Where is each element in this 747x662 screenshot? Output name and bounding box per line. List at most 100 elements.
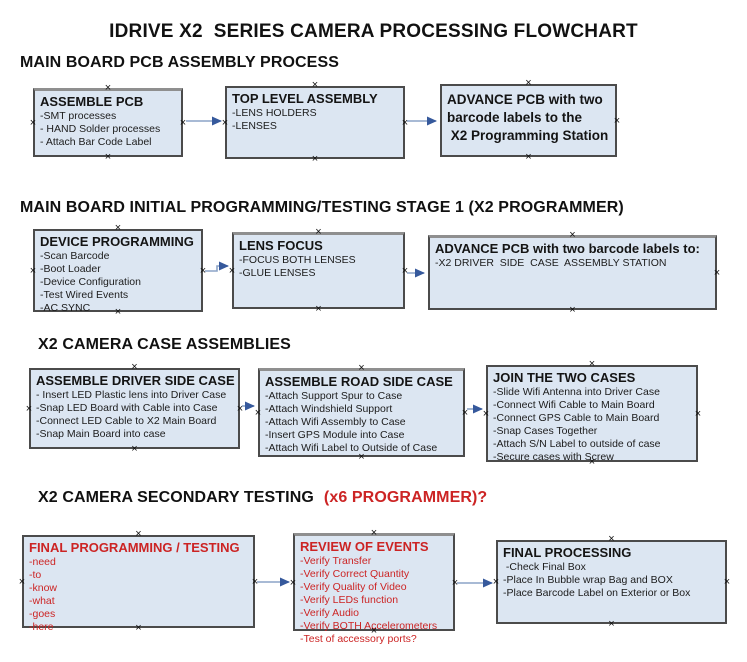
connector-handle-icon: × xyxy=(104,151,112,163)
box-items: -need-to-know-what-goes-here xyxy=(29,556,248,634)
box-line: -Snap Cases Together xyxy=(493,425,598,437)
connector-handle-icon: × xyxy=(525,151,532,163)
box-line: -Verify BOTH Accelerometers xyxy=(300,620,438,632)
box-title: ADVANCE PCB with two barcode labels to t… xyxy=(447,92,609,143)
box-items: -Check Final Box-Place In Bubble wrap Ba… xyxy=(503,561,720,600)
connector-handle-icon: × xyxy=(236,402,244,415)
flow-box-assemble-driver-side-case: ASSEMBLE DRIVER SIDE CASE - Insert LED P… xyxy=(26,362,243,455)
connector-handle-icon: × xyxy=(114,222,122,234)
box-line: - Attach Bar Code Label xyxy=(40,136,152,148)
box-line: -Place Barcode Label on Exterior or Box xyxy=(503,587,691,599)
connector-handle-icon: × xyxy=(254,407,262,419)
connector-handle-icon: × xyxy=(713,267,721,279)
box-line: -Test Wired Events xyxy=(40,289,129,301)
box-line: -Attach Wifi Assembly to Case xyxy=(265,416,406,428)
connector-handle-icon: × xyxy=(29,117,37,129)
connector-handle-icon: × xyxy=(401,116,409,129)
section-heading-initial-programming: MAIN BOARD INITIAL PROGRAMMING/TESTING S… xyxy=(20,199,624,216)
box-title: FINAL PROCESSING xyxy=(503,545,632,560)
connector-handle-icon: × xyxy=(461,407,469,419)
connector-handle-icon: × xyxy=(25,402,33,415)
box-title: REVIEW OF EVENTS xyxy=(300,539,429,554)
box-line: -Verify LEDs function xyxy=(300,594,399,606)
box-line: -Device Configuration xyxy=(40,276,141,288)
connector-handle-icon: × xyxy=(289,576,297,589)
box-line: -Test of accessory ports? xyxy=(300,633,417,645)
box-line: -Attach Support Spur to Case xyxy=(265,390,403,402)
flow-box-join-the-two-cases: JOIN THE TWO CASES -Slide Wifi Antenna i… xyxy=(483,359,701,468)
box-line: -Boot Loader xyxy=(40,263,101,275)
box-line: -X2 DRIVER SIDE CASE ASSEMBLY STATION xyxy=(435,257,667,269)
connector-handle-icon: × xyxy=(221,116,229,129)
box-line: -goes xyxy=(29,608,56,620)
flow-box-advance-pcb-programming-station: ADVANCE PCB with two barcode labels to t… xyxy=(440,78,620,163)
box-line: -Attach Windshield Support xyxy=(265,403,393,415)
connector-handle-icon: × xyxy=(251,575,259,588)
connector-handle-icon: × xyxy=(723,576,731,588)
connector-handle-icon: × xyxy=(104,82,112,94)
flow-box-final-programming-testing: FINAL PROGRAMMING / TESTING -need-to-kno… xyxy=(19,529,258,634)
box-line: - Insert LED Plastic lens into Driver Ca… xyxy=(36,389,227,401)
box-line: -Verify Quality of Video xyxy=(300,581,407,593)
connector-handle-icon: × xyxy=(311,153,319,165)
connector-handle-icon: × xyxy=(29,264,37,277)
section-heading-pcb-assembly: MAIN BOARD PCB ASSEMBLY PROCESS xyxy=(20,54,339,71)
box-line: -Verify Correct Quantity xyxy=(300,568,410,580)
box-line: -know xyxy=(29,582,58,594)
box-items: -Slide Wifi Antenna into Driver Case-Con… xyxy=(493,386,691,464)
box-line: -AC SYNC xyxy=(40,302,91,314)
connector-handle-icon: × xyxy=(608,533,615,545)
box-title: FINAL PROGRAMMING / TESTING xyxy=(29,540,240,555)
box-items: -LENS HOLDERS-LENSES xyxy=(232,107,398,133)
connector-handle-icon: × xyxy=(569,304,576,316)
connector-handle-icon: × xyxy=(315,226,322,238)
box-line: -LENS HOLDERS xyxy=(232,107,317,119)
connector-handle-icon: × xyxy=(131,361,138,373)
connector-handle-icon: × xyxy=(588,358,596,370)
connector-handle-icon: × xyxy=(135,528,142,540)
flow-box-final-processing: FINAL PROCESSING -Check Final Box-Place … xyxy=(493,534,730,630)
box-line: -LENSES xyxy=(232,120,277,132)
connector-handle-icon: × xyxy=(694,407,702,420)
connector-handle-icon: × xyxy=(228,265,236,277)
flow-box-assemble-pcb: ASSEMBLE PCB -SMT processes- HAND Solder… xyxy=(30,83,186,163)
box-line: -Scan Barcode xyxy=(40,250,110,262)
connector-handle-icon: × xyxy=(131,443,138,455)
flow-box-top-level-assembly: TOP LEVEL ASSEMBLY -LENS HOLDERS-LENSES … xyxy=(222,80,408,165)
box-line: -Snap LED Board with Cable into Case xyxy=(36,402,218,414)
box-line: -what xyxy=(29,595,55,607)
box-line: -Place In Bubble wrap Bag and BOX xyxy=(503,574,673,586)
flow-box-lens-focus: LENS FOCUS -FOCUS BOTH LENSES-GLUE LENSE… xyxy=(229,227,408,315)
box-items: -Attach Support Spur to Case-Attach Wind… xyxy=(265,390,458,455)
connector-handle-icon: × xyxy=(482,407,490,420)
box-line: -Attach S/N Label to outside of case xyxy=(493,438,661,450)
connector-handle-icon: × xyxy=(179,117,187,129)
box-title: DEVICE PROGRAMMING xyxy=(40,234,194,249)
box-items: -Scan Barcode-Boot Loader-Device Configu… xyxy=(40,250,196,315)
box-items: -SMT processes- HAND Solder processes- A… xyxy=(40,110,176,149)
connector-handle-icon: × xyxy=(569,229,576,241)
connector-handle-icon: × xyxy=(525,77,532,89)
box-line: -FOCUS BOTH LENSES xyxy=(239,254,356,266)
connector-handle-icon: × xyxy=(199,264,207,277)
box-line: -Connect Wifi Cable to Main Board xyxy=(493,399,655,411)
box-line: -Slide Wifi Antenna into Driver Case xyxy=(493,386,660,398)
box-line: -need xyxy=(29,556,56,568)
connector-handle-icon: × xyxy=(451,576,459,589)
flow-arrow xyxy=(205,261,229,272)
box-items: -FOCUS BOTH LENSES-GLUE LENSES xyxy=(239,254,398,280)
box-items: - Insert LED Plastic lens into Driver Ca… xyxy=(36,389,233,441)
box-line: -Connect GPS Cable to Main Board xyxy=(493,412,660,424)
box-title: ASSEMBLE ROAD SIDE CASE xyxy=(265,374,453,389)
box-items: -X2 DRIVER SIDE CASE ASSEMBLY STATION xyxy=(435,257,710,270)
box-title: TOP LEVEL ASSEMBLY xyxy=(232,91,378,106)
box-line: -Secure cases with Screw xyxy=(493,451,614,463)
box-line: -Connect LED Cable to X2 Main Board xyxy=(36,415,217,427)
box-title: LENS FOCUS xyxy=(239,238,323,253)
flow-box-device-programming: DEVICE PROGRAMMING -Scan Barcode-Boot Lo… xyxy=(30,223,206,318)
section-heading-case-assemblies: X2 CAMERA CASE ASSEMBLIES xyxy=(38,336,291,353)
flow-box-review-of-events: REVIEW OF EVENTS -Verify Transfer-Verify… xyxy=(290,528,458,646)
flow-box-assemble-road-side-case: ASSEMBLE ROAD SIDE CASE -Attach Support … xyxy=(255,363,468,463)
connector-handle-icon: × xyxy=(315,303,322,315)
